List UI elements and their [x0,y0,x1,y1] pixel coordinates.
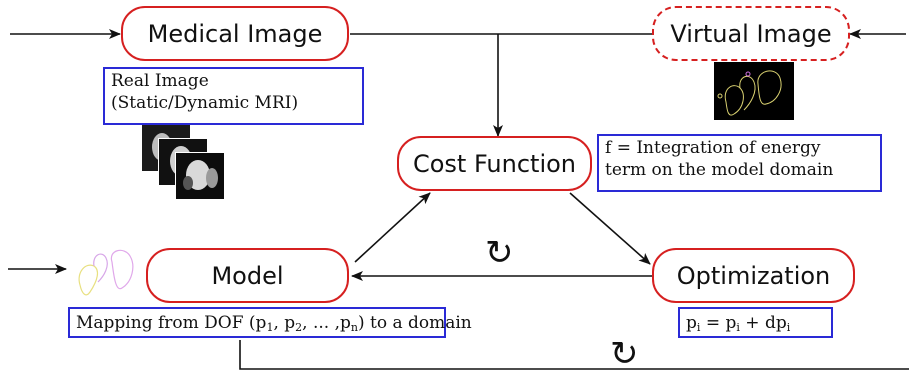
cost-function-note: f = Integration of energy term on the mo… [597,134,882,192]
update-sub-2: i [736,321,740,334]
feedback-line-bottom [239,340,909,370]
cost-function-node: Cost Function [397,136,592,191]
virtual-image-label: Virtual Image [670,19,832,48]
update-sub-1: i [696,321,701,334]
medical-image-node: Medical Image [121,6,349,61]
virtual-image-thumbnail [714,62,794,120]
cycle-icon-loop: ↻ [485,233,514,273]
cycle-icon-feedback: ↻ [610,334,639,372]
mapping-text-mid1: , p [273,313,296,333]
mapping-sub-1: 1 [266,321,274,334]
model-contour-sketch [78,249,134,296]
cost-note-line1: f = Integration of energy [605,138,821,158]
mapping-text-suffix: ) to a domain [357,313,472,333]
mapping-sub-2: 2 [295,321,303,334]
update-eq: = p [700,313,737,333]
mapping-text-mid2: , ... ,p [302,313,351,333]
arrow-model-to-cost [354,192,431,263]
optimization-node: Optimization [652,248,855,303]
update-sub-3: i [786,321,791,334]
mapping-text-prefix: Mapping from DOF (p [76,313,267,333]
mapping-note: Mapping from DOF (p1, p2, ... ,pn) to a … [68,307,472,338]
virtual-image-node: Virtual Image [652,6,850,61]
update-p: p [686,313,697,333]
medical-image-label: Medical Image [147,19,323,48]
update-plus: + dp [739,313,787,333]
cost-function-label: Cost Function [412,149,577,178]
model-label: Model [211,261,284,290]
update-rule-note: pi = pi + dpi [678,307,833,338]
cost-note-line2: term on the model domain [605,160,834,180]
real-image-line2: (Static/Dynamic MRI) [111,93,299,113]
arrow-cost-to-optimization [569,192,651,265]
optimization-label: Optimization [676,261,831,290]
real-image-note: Real Image (Static/Dynamic MRI) [103,67,364,125]
mapping-sub-n: n [350,321,358,334]
mri-slice-3 [175,152,225,200]
real-image-line1: Real Image [111,71,209,91]
model-node: Model [146,248,349,303]
